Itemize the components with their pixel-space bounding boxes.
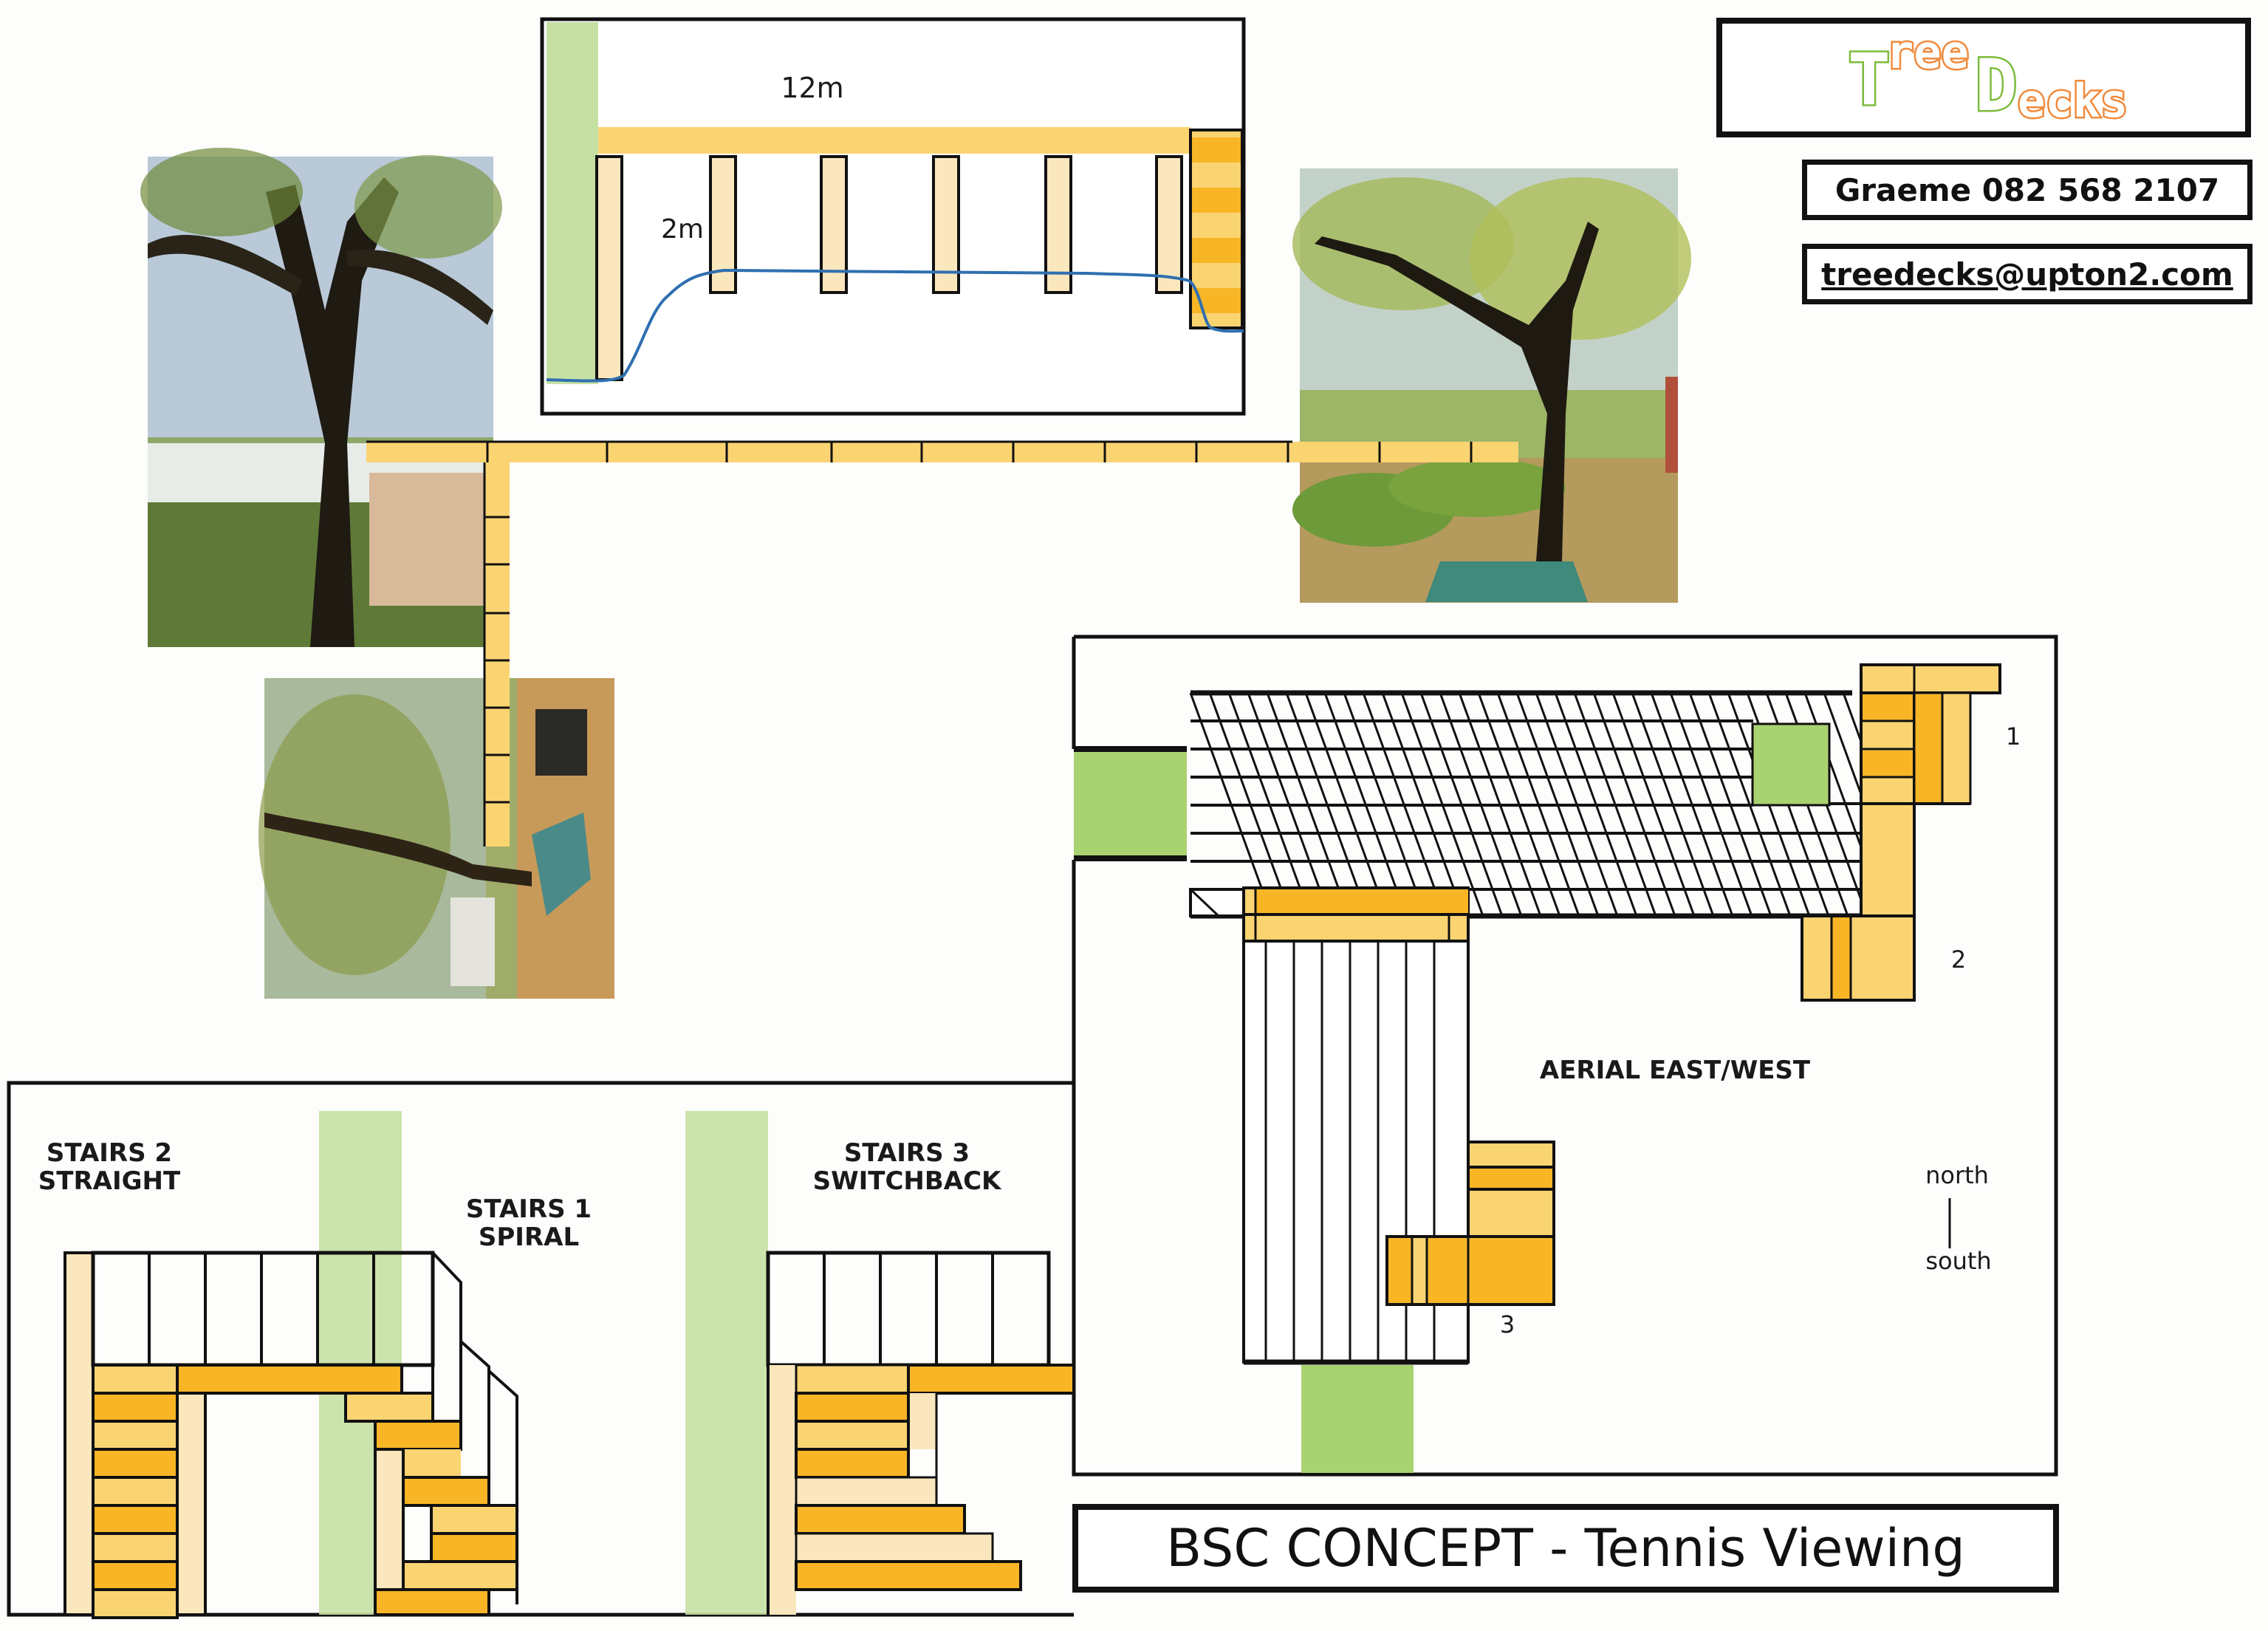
logo-d: D <box>1973 43 2020 129</box>
stairs3-line1: STAIRS 3 <box>844 1138 970 1168</box>
tree-trunk-aerial-east <box>1751 722 1831 807</box>
tree-trunk-aerial-west <box>1074 749 1187 858</box>
stair-tread <box>92 1504 179 1535</box>
tree-trunk-aerial-south <box>1301 1365 1414 1473</box>
photo-tree-west <box>140 148 502 647</box>
ground-line <box>546 268 1244 383</box>
compass: north south <box>1925 1161 1992 1275</box>
logo-ecks: ecks <box>2015 72 2129 130</box>
deck-hatch-line <box>1823 692 1863 795</box>
phone-box: Graeme 082 568 2107 <box>1802 160 2252 220</box>
deck-hatch-line <box>1573 692 1657 917</box>
deck-hatch-line <box>1535 692 1619 917</box>
stair-tread <box>92 1588 179 1619</box>
stair-tread <box>92 1448 179 1479</box>
deck-hatch-line <box>1227 692 1312 917</box>
length-label: 12m <box>781 72 843 104</box>
hatched-deck-boards <box>1189 690 1863 919</box>
marker-2: 2 <box>1951 946 1966 974</box>
deck-posts <box>595 155 1183 381</box>
south-boardwalk-plan <box>1242 886 1470 1473</box>
deck-hatch-line <box>1707 692 1792 917</box>
walkway-vertical <box>483 462 510 847</box>
deck-post <box>932 155 960 294</box>
stairs2-line1: STAIRS 2 <box>47 1138 172 1168</box>
deck-hatch-line <box>1323 692 1408 917</box>
stairs1-line2: SPIRAL <box>479 1223 579 1252</box>
photo-tree-rotated <box>258 678 614 999</box>
compass-north: north <box>1925 1161 1989 1189</box>
tree-trunk-stairs-right <box>685 1111 768 1615</box>
tree-trunk-west <box>547 22 598 384</box>
deck-hatch-line <box>1477 692 1561 917</box>
stairs2-line2: STRAIGHT <box>38 1166 181 1196</box>
deck-post <box>595 155 623 381</box>
deck-hatch-line <box>1189 888 1220 917</box>
deck-hatch-line <box>1631 692 1715 917</box>
stair-tread <box>92 1560 179 1591</box>
logo-t: T <box>1846 37 1893 123</box>
stairs1-line1: STAIRS 1 <box>466 1194 592 1224</box>
deck-hatch-line <box>1304 692 1388 917</box>
compass-south: south <box>1925 1247 1991 1275</box>
email-link[interactable]: treedecks@upton2.com <box>1821 256 2233 293</box>
deck-hatch-line <box>1803 692 1863 848</box>
deck-hatch-line <box>1266 692 1350 917</box>
stair-tread <box>92 1392 179 1423</box>
aerial-title: AERIAL EAST/WEST <box>1540 1056 1811 1085</box>
deck-hatch-line <box>1554 692 1638 917</box>
elevation-frame <box>540 17 1246 416</box>
title-box: BSC CONCEPT - Tennis Viewing <box>1072 1504 2059 1593</box>
deck-hatch-line <box>1650 692 1734 917</box>
stair-tread <box>92 1532 179 1563</box>
height-label: 2m <box>661 214 704 245</box>
deck-beam <box>598 127 1190 154</box>
walkway-horizontal <box>366 440 1518 462</box>
deck-hatch-line <box>1247 692 1331 917</box>
deck-end-board <box>1189 888 1248 917</box>
stairs-3-switchback <box>766 1251 1075 1615</box>
stairs-2-straight <box>64 1251 435 1619</box>
email-box: treedecks@upton2.com <box>1802 244 2252 304</box>
stairs-1-spiral <box>344 1251 518 1616</box>
aerial-plan: AERIAL EAST/WEST 1 2 3 north south <box>1072 635 2058 1477</box>
deck-hatch-line <box>1419 692 1504 917</box>
deck-hatch-line <box>1439 692 1523 917</box>
photo-tree-east <box>1292 168 1691 603</box>
deck-post <box>1155 155 1183 294</box>
stairs-3-plan <box>1385 1141 1555 1306</box>
marker-3: 3 <box>1500 1310 1515 1338</box>
deck-hatch-line <box>1688 692 1772 917</box>
stairs3-line2: SWITCHBACK <box>813 1166 1002 1196</box>
stair-tread <box>92 1364 179 1395</box>
deck-hatch-line <box>1400 692 1484 917</box>
elevation-view: 12m 2m <box>540 17 1246 416</box>
deck-hatch-line <box>1842 692 1863 742</box>
deck-hatch-line <box>1515 692 1600 917</box>
stairs-panel: STAIRS 2 STRAIGHT STAIRS 1 SPIRAL STAIRS… <box>7 1081 1075 1619</box>
logo-box: T ree D ecks <box>1716 18 2251 137</box>
deck-hatch-line <box>1458 692 1542 917</box>
deck-hatch-line <box>1343 692 1427 917</box>
deck-hatch-line <box>1285 692 1369 917</box>
page-title: BSC CONCEPT - Tennis Viewing <box>1166 1518 1965 1579</box>
logo-ree: ree <box>1885 24 1971 81</box>
deck-hatch-line <box>1189 692 1273 917</box>
deck-hatch-line <box>1208 692 1292 917</box>
deck-hatch-line <box>1611 692 1696 917</box>
deck-hatch-line <box>1381 692 1465 917</box>
deck-hatch-line <box>1592 692 1676 917</box>
deck-post <box>1044 155 1072 294</box>
deck-hatch-line <box>1496 692 1580 917</box>
deck-hatch-line <box>1669 692 1753 917</box>
stair-tread <box>92 1476 179 1507</box>
stair-tread <box>92 1420 179 1451</box>
marker-1: 1 <box>2006 722 2021 750</box>
deck-hatch-line <box>1362 692 1446 917</box>
stairs-2-plan <box>1801 802 1916 1002</box>
phone-text: Graeme 082 568 2107 <box>1834 171 2220 208</box>
